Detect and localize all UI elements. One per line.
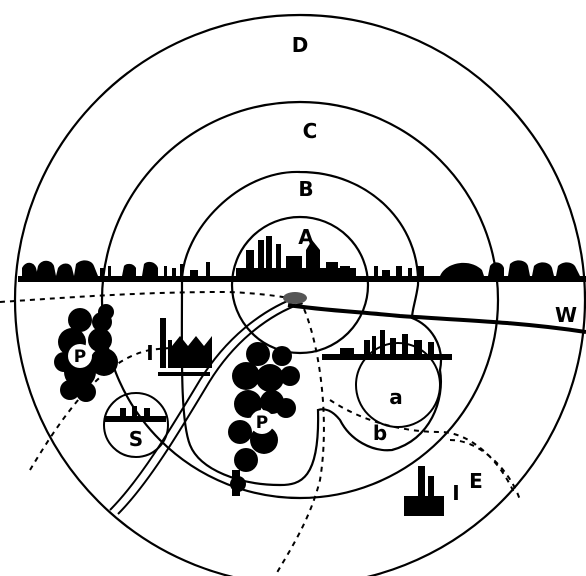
road-w-label: W (555, 303, 577, 327)
industry-left (158, 318, 212, 376)
zone-e-label: E (469, 469, 483, 493)
satellite-s-label: S (129, 427, 143, 451)
zone-c-label: C (303, 119, 318, 143)
industry-left-label: I (146, 341, 153, 365)
satellite-b-label: b (373, 421, 387, 445)
station-blob (283, 292, 307, 304)
satellite-a-label: a (389, 385, 403, 409)
road-w (288, 305, 586, 332)
satellite-s-skyline (104, 406, 166, 422)
industry-right-label: I (452, 481, 459, 505)
park-left-label: P (74, 347, 86, 367)
zone-d-label: D (292, 33, 309, 57)
zone-b-label: B (298, 177, 313, 201)
industry-right (404, 466, 444, 516)
park-center-label: P (256, 413, 268, 433)
zone-a-label: A (298, 225, 314, 249)
